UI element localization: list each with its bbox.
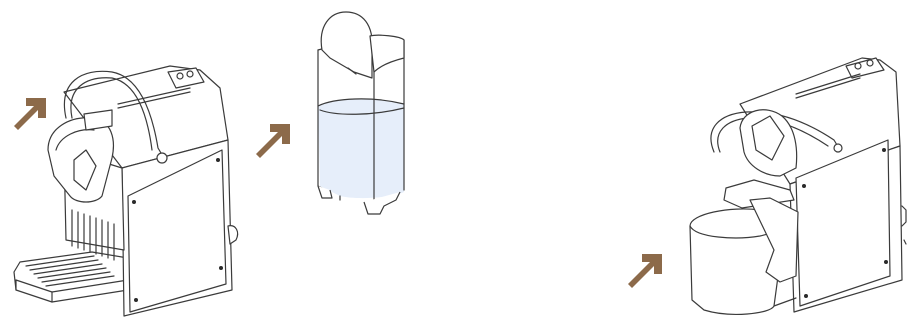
coffee-machine-with-cup	[690, 58, 906, 314]
coffee-machine-front	[14, 66, 238, 316]
water-tank	[318, 12, 404, 214]
arrow-icon	[624, 254, 662, 288]
arrow-icon	[10, 98, 46, 130]
arrow-icon	[252, 124, 290, 158]
